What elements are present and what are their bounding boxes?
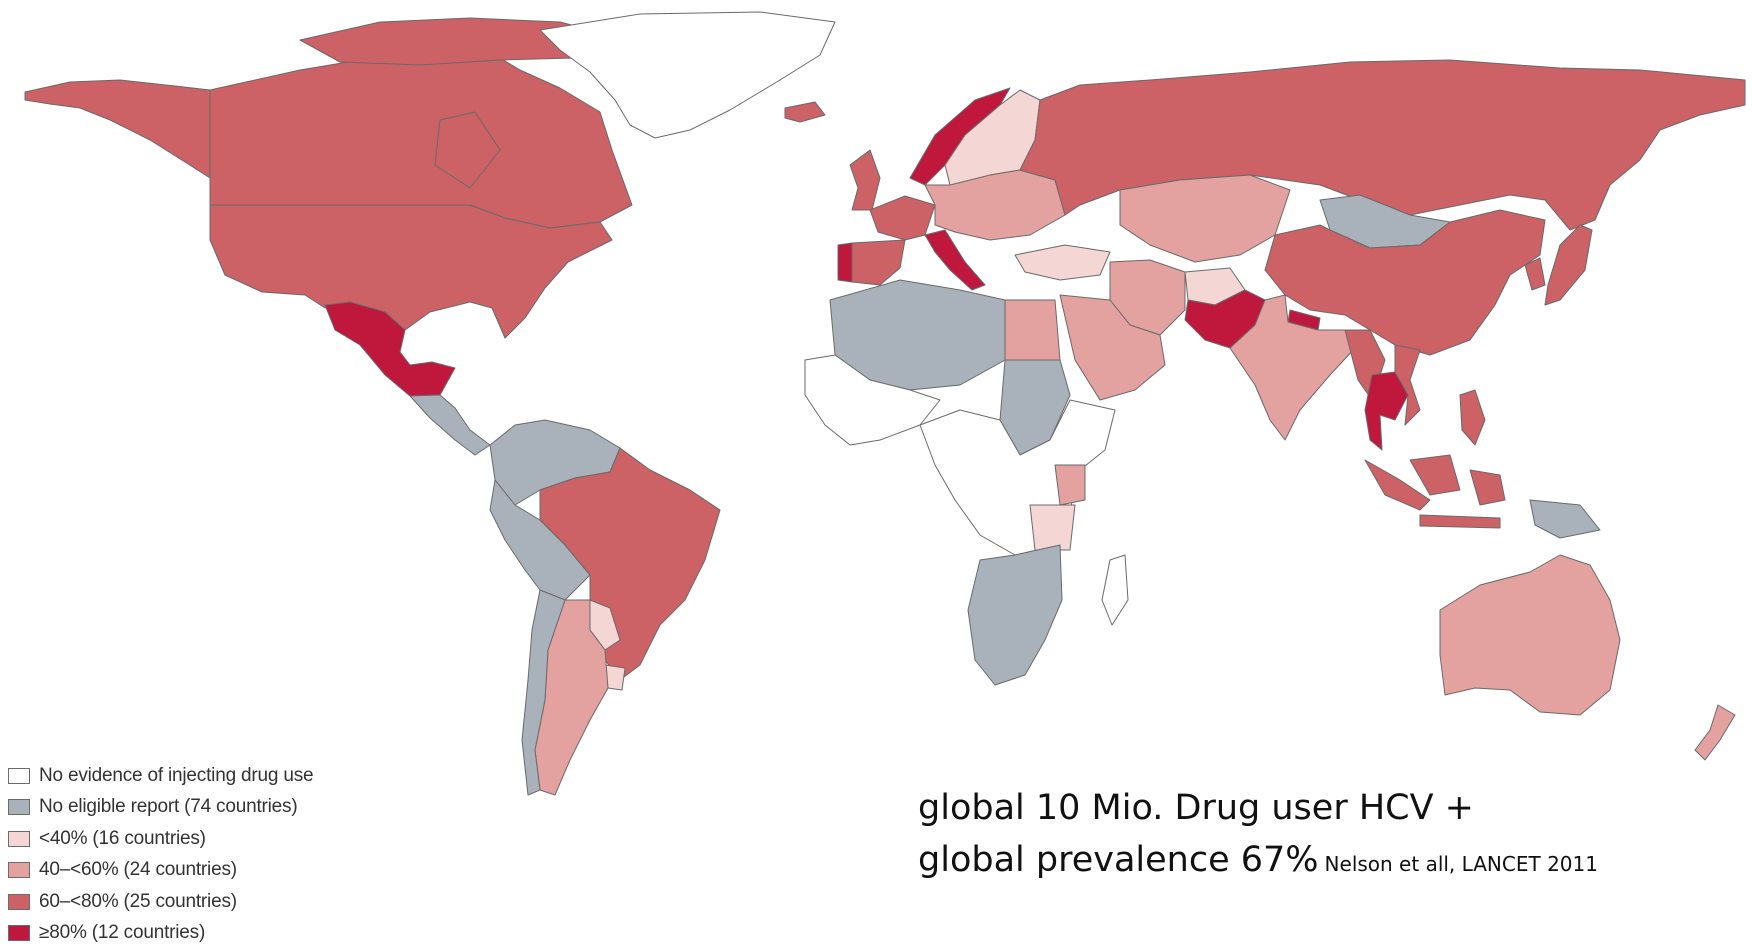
region-egypt: [1005, 300, 1060, 360]
legend-label: No eligible report (74 countries): [39, 796, 297, 818]
legend-item: No evidence of injecting drug use: [8, 760, 388, 792]
caption-line-2: global prevalence 67%Nelson et all, LANC…: [918, 834, 1598, 890]
region-australia: [1440, 555, 1620, 715]
region-kenya: [1055, 465, 1085, 505]
legend-swatch: [8, 768, 30, 784]
region-alaska: [25, 80, 210, 178]
caption-line-1: global 10 Mio. Drug user HCV +: [918, 782, 1598, 834]
region-png: [1530, 500, 1600, 538]
legend-item: <40% (16 countries): [8, 823, 388, 855]
legend-swatch: [8, 862, 30, 878]
caption: global 10 Mio. Drug user HCV + global pr…: [918, 782, 1598, 890]
region-turkey: [1015, 245, 1110, 280]
region-new-zealand: [1695, 705, 1735, 760]
legend-item: 40–<60% (24 countries): [8, 855, 388, 887]
legend-item: No eligible report (74 countries): [8, 792, 388, 824]
legend-swatch: [8, 831, 30, 847]
legend-label: No evidence of injecting drug use: [39, 765, 313, 787]
region-iceland: [785, 102, 825, 122]
caption-prevalence: global prevalence 67%: [918, 840, 1319, 880]
legend-label: ≥80% (12 countries): [39, 922, 205, 944]
map-legend: No evidence of injecting drug use No eli…: [8, 760, 388, 949]
region-philippines: [1460, 390, 1485, 445]
legend-swatch: [8, 799, 30, 815]
legend-label: 40–<60% (24 countries): [39, 859, 237, 881]
region-uk: [850, 150, 880, 210]
region-southern-africa: [968, 545, 1062, 685]
legend-swatch: [8, 894, 30, 910]
citation: Nelson et all, LANCET 2011: [1325, 852, 1598, 876]
region-indonesia: [1365, 455, 1505, 528]
region-central-europe: [925, 170, 1065, 240]
region-italy: [925, 230, 985, 290]
legend-label: <40% (16 countries): [39, 828, 206, 850]
region-tanzania: [1030, 505, 1075, 550]
region-mexico: [325, 302, 455, 396]
region-kazakhstan: [1120, 175, 1290, 262]
legend-item: 60–<80% (25 countries): [8, 886, 388, 918]
region-france: [870, 196, 935, 240]
region-spain: [852, 240, 905, 285]
region-central-america: [410, 395, 490, 455]
region-madagascar: [1102, 555, 1128, 625]
region-portugal: [838, 243, 852, 282]
legend-swatch: [8, 925, 30, 941]
legend-item: ≥80% (12 countries): [8, 918, 388, 949]
legend-label: 60–<80% (25 countries): [39, 891, 237, 913]
region-canada: [210, 48, 632, 228]
